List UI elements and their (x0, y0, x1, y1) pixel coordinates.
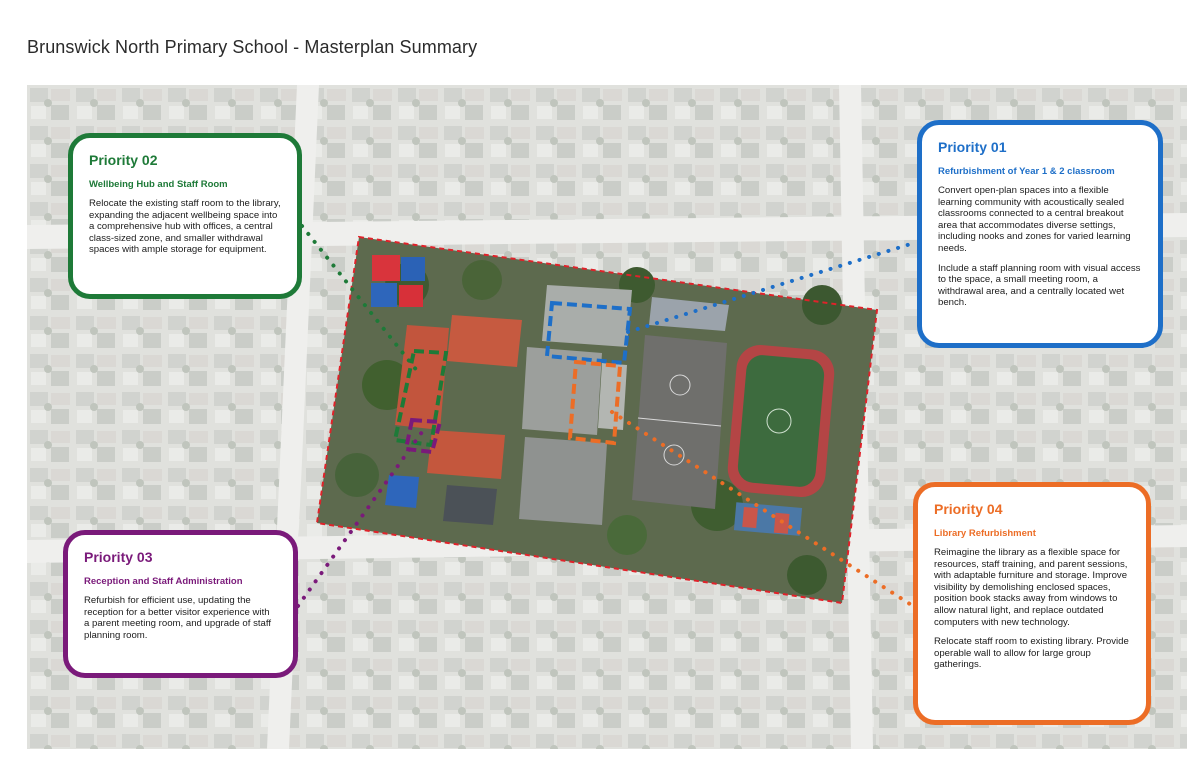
priority-04-card: Priority 04 Library Refurbishment Reimag… (913, 482, 1151, 725)
priority-04-title: Priority 04 (934, 501, 1003, 517)
priority-01-card: Priority 01 Refurbishment of Year 1 & 2 … (917, 120, 1163, 348)
page-title: Brunswick North Primary School - Masterp… (27, 37, 478, 57)
priority-03-card: Priority 03 Reception and Staff Administ… (63, 530, 298, 678)
priority-01-title: Priority 01 (938, 139, 1007, 155)
priority-03-subtitle: Reception and Staff Administration (84, 576, 243, 587)
priority-02-title: Priority 02 (89, 152, 158, 168)
priority-01-subtitle: Refurbishment of Year 1 & 2 classroom (938, 166, 1115, 177)
priority-04-description-2: Relocate staff room to existing library.… (934, 636, 1129, 671)
priority-02-subtitle: Wellbeing Hub and Staff Room (89, 179, 228, 190)
priority-02-card: Priority 02 Wellbeing Hub and Staff Room… (68, 133, 302, 299)
priority-01-description: Convert open-plan spaces into a flexible… (938, 185, 1131, 254)
priority-03-title: Priority 03 (84, 549, 153, 565)
priority-01-description-2: Include a staff planning room with visua… (938, 262, 1141, 309)
priority-04-subtitle: Library Refurbishment (934, 528, 1036, 539)
priority-02-description: Relocate the existing staff room to the … (89, 198, 281, 256)
priority-03-description: Refurbish for efficient use, updating th… (84, 595, 272, 641)
priority-04-description: Reimagine the library as a flexible spac… (934, 547, 1128, 628)
